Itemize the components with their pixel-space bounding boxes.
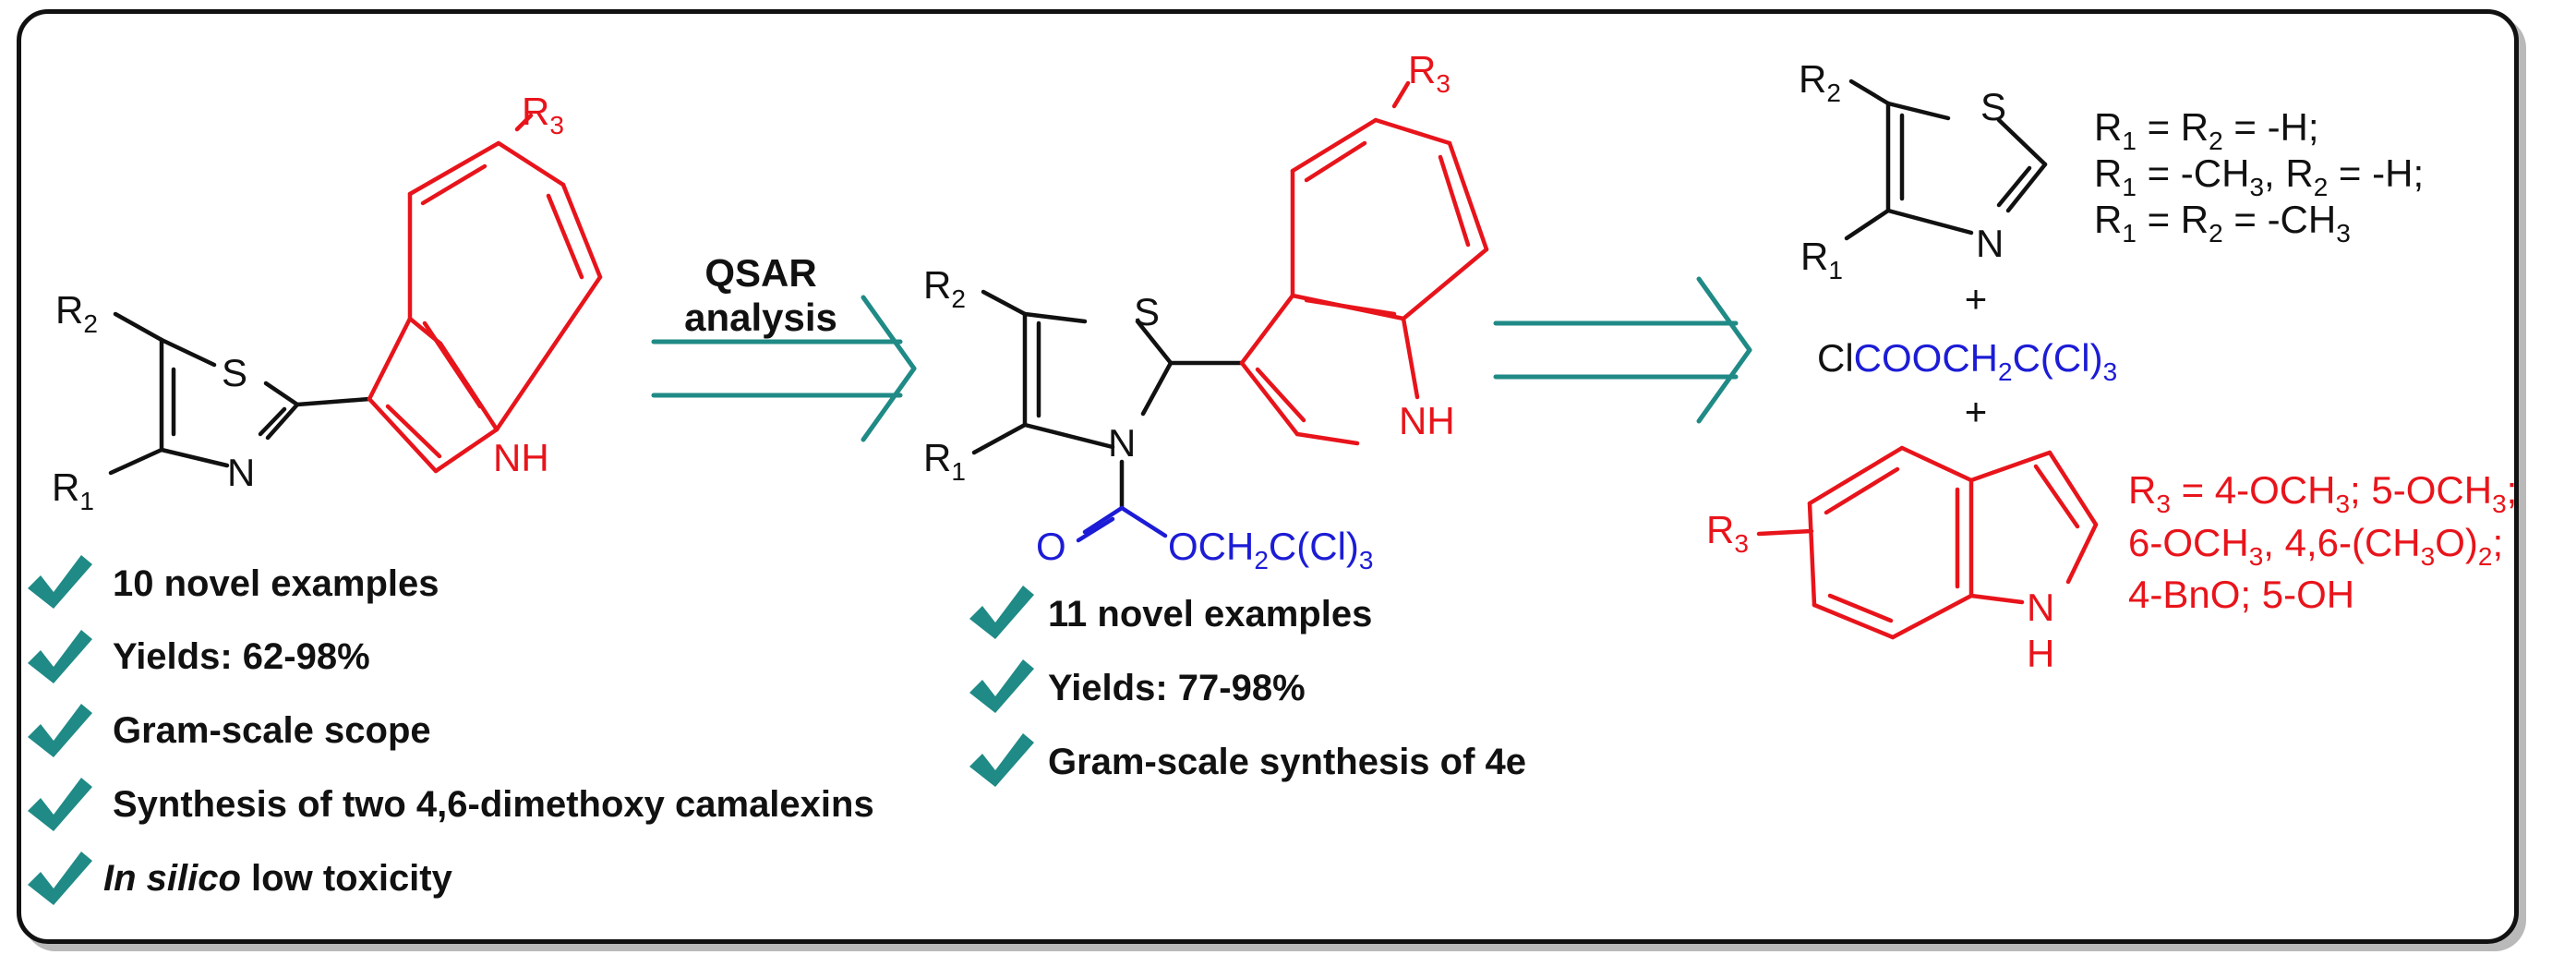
arrow-label-line2: analysis [684,296,837,339]
left-s-label: S [222,351,247,394]
indole-sub-line3: 4-BnO; 5-OH [2128,573,2354,616]
left-bullet-4: Synthesis of two 4,6-dimethoxy camalexin… [113,784,874,825]
middle-bullet-3: Gram-scale synthesis of 4e [1048,742,1526,782]
left-r3-label: R3 [522,90,564,139]
thiazole-sub-line3: R1 = R2 = -CH3 [2094,198,2351,248]
retro-arrow-1 [651,295,917,442]
middle-o-label: O [1036,525,1066,568]
left-r1-label: R1 [52,465,94,515]
thiazole-sub-line1: R1 = R2 = -H; [2094,105,2319,155]
arrow-label-line1: QSAR [704,251,816,295]
middle-indole-ring [1239,80,1489,446]
middle-r1-label: R1 [923,436,966,486]
middle-bullet-list: 11 novel examples Yields: 77-98% Gram-sc… [969,586,1526,787]
middle-r2-label: R2 [923,263,966,313]
right-s-label: S [1980,85,2006,128]
check-icon [969,586,1034,639]
check-icon [28,778,92,831]
indole-substituents: R3 = 4-OCH3; 5-OCH3; 6-OCH3, 4,6-(CH3O)2… [2128,468,2517,616]
middle-r3-label: R3 [1408,48,1451,98]
chloroformate-label: ClCOOCH2C(Cl)3 [1817,336,2117,386]
right-n-label: N [1976,222,2004,265]
middle-molecule: S N R2 R1 O OCH2C(Cl)3 NH R3 [923,48,1489,574]
left-bullet-3: Gram-scale scope [113,710,431,751]
check-icon [28,555,92,609]
right-indole-ring [1756,445,2099,640]
left-bullet-list: 10 novel examples Yields: 62-98% Gram-sc… [28,555,874,905]
middle-thiazoline-ring [971,289,1245,511]
thiazole-substituents: R1 = R2 = -H; R1 = -CH3, R2 = -H; R1 = R… [2094,105,2424,248]
check-icon [28,630,92,683]
left-n-label: N [227,451,255,494]
middle-s-label: S [1134,290,1160,333]
right-thiazole: S N R2 R1 [1799,57,2048,284]
check-icon [969,733,1034,787]
right-r2-label: R2 [1799,57,1841,107]
left-bullet-5: In silico low toxicity [103,858,453,899]
left-thiazole-ring [108,311,372,476]
check-icon [28,704,92,757]
indole-sub-line2: 6-OCH3, 4,6-(CH3O)2; [2128,521,2503,571]
right-r1-label: R1 [1800,235,1843,284]
middle-ester-label: OCH2C(Cl)3 [1168,525,1373,574]
plus-sign-2: + [1965,390,1988,433]
plus-sign-1: + [1965,277,1988,320]
middle-nh-label: NH [1399,399,1455,442]
right-indole-n-label: N [2027,586,2054,629]
middle-n-label: N [1108,421,1136,465]
middle-bullet-2: Yields: 77-98% [1048,668,1306,708]
middle-bullet-1: 11 novel examples [1048,594,1372,635]
left-nh-label: NH [493,436,549,479]
left-bullet-2: Yields: 62-98% [113,636,370,677]
indole-sub-line1: R3 = 4-OCH3; 5-OCH3; [2128,468,2517,518]
right-indole: N H R3 [1706,445,2099,675]
right-indole-h-label: H [2027,632,2054,675]
check-icon [969,659,1034,713]
check-icon [28,852,92,905]
left-r2-label: R2 [55,288,98,338]
figure-frame [17,9,2519,944]
left-bullet-1: 10 novel examples [113,563,439,604]
middle-carbamate [1076,505,1168,543]
right-thiazole-ring [1844,79,2048,241]
right-r3-label: R3 [1706,508,1749,558]
left-molecule: S N R2 R1 NH R3 [52,90,603,515]
thiazole-sub-line2: R1 = -CH3, R2 = -H; [2094,151,2424,201]
retro-arrow-2 [1493,276,1752,424]
left-indole-ring [367,113,603,474]
